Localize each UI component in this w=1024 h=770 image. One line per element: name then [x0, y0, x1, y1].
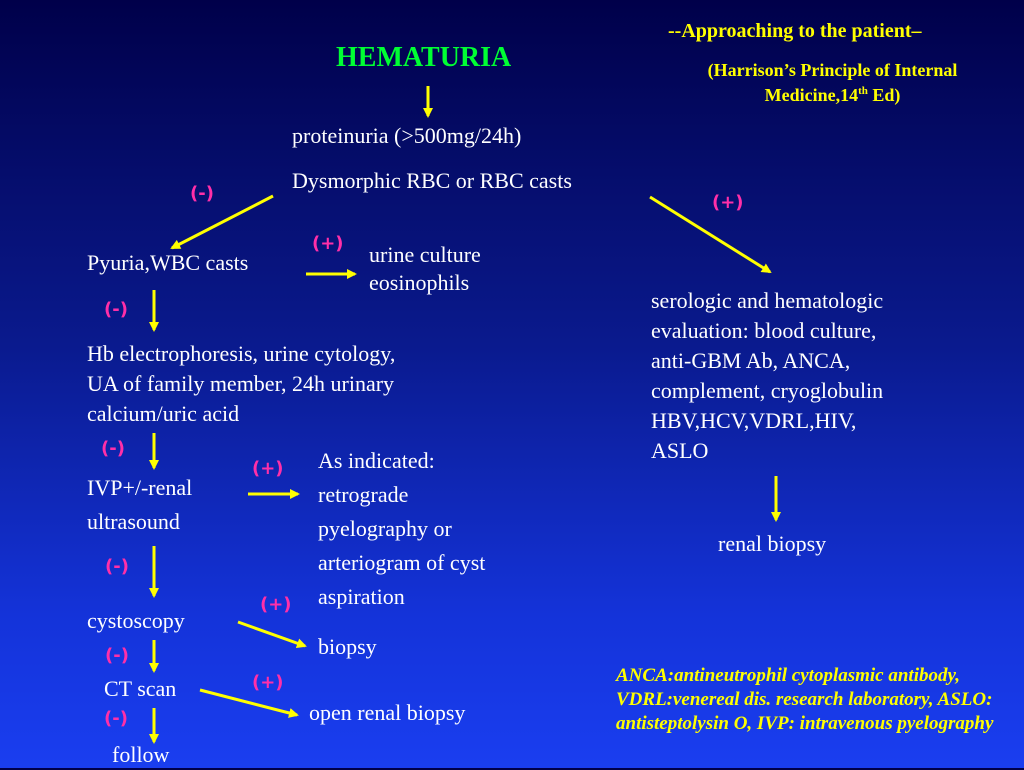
page-title: HEMATURIA	[336, 42, 512, 73]
node-follow: follow	[112, 742, 170, 767]
sign-negative-ivp: (-)	[105, 556, 129, 577]
indicated-line-2: retrograde	[318, 482, 409, 507]
urine-culture-line-2: eosinophils	[369, 270, 470, 295]
serologic-line-2: evaluation: blood culture,	[651, 318, 877, 343]
node-ct-scan: CT scan	[104, 676, 177, 701]
sign-negative-left: (-)	[190, 183, 214, 204]
urine-culture-line-1: urine culture	[369, 242, 481, 267]
serologic-line-3: anti-GBM Ab, ANCA,	[651, 348, 851, 373]
sign-negative-cystoscopy: (-)	[105, 645, 129, 666]
sign-positive-ct: (+)	[252, 672, 284, 693]
sign-negative-ct: (-)	[104, 708, 128, 729]
arrow-ct-to-open-biopsy	[199, 688, 299, 718]
node-urine-culture: urine culture eosinophils	[369, 241, 481, 297]
abbreviation-legend: ANCA:antineutrophil cytoplasmic antibody…	[616, 665, 994, 734]
sign-positive-pyuria: (+)	[312, 233, 344, 254]
node-cystoscopy: cystoscopy	[87, 608, 185, 633]
arrow-cystoscopy-to-biopsy	[237, 620, 307, 649]
indicated-line-4: arteriogram of cyst	[318, 550, 486, 575]
sign-positive-cystoscopy: (+)	[260, 594, 292, 615]
serologic-line-4: complement, cryoglobulin	[651, 378, 884, 403]
reference-citation: (Harrison’s Principle of Internal Medici…	[660, 60, 1005, 106]
ivp-line-2: ultrasound	[87, 509, 180, 534]
node-open-renal-biopsy: open renal biopsy	[309, 700, 466, 725]
reference-text: (Harrison’s Principle of Internal Medici…	[707, 60, 958, 105]
node-serologic-evaluation: serologic and hematologic evaluation: bl…	[651, 286, 883, 466]
ivp-line-1: IVP+/-renal	[87, 475, 193, 500]
node-biopsy: biopsy	[318, 634, 377, 659]
node-dysmorphic-rbc: Dysmorphic RBC or RBC casts	[292, 168, 572, 193]
approach-subtitle: --Approaching to the patient–	[668, 20, 922, 42]
sign-positive-right: (+)	[712, 192, 744, 213]
serologic-line-6: ASLO	[651, 438, 709, 463]
sign-negative-pyuria: (-)	[104, 299, 128, 320]
arrow-to-serologic	[649, 195, 772, 274]
sign-positive-ivp: (+)	[252, 458, 284, 479]
hb-line-1: Hb electrophoresis, urine cytology,	[87, 341, 396, 366]
node-proteinuria: proteinuria (>500mg/24h)	[292, 123, 522, 148]
hb-line-2: UA of family member, 24h urinary	[87, 371, 395, 396]
node-as-indicated: As indicated: retrograde pyelography or …	[318, 444, 485, 614]
node-renal-biopsy: renal biopsy	[718, 531, 827, 556]
arrow-to-pyuria	[170, 194, 274, 250]
node-hb-electrophoresis: Hb electrophoresis, urine cytology, UA o…	[87, 339, 395, 429]
node-pyuria: Pyuria,WBC casts	[87, 250, 249, 275]
node-ivp: IVP+/-renal ultrasound	[87, 471, 192, 539]
serologic-line-1: serologic and hematologic	[651, 288, 884, 313]
reference-superscript: th	[858, 85, 868, 97]
indicated-line-1: As indicated:	[318, 448, 435, 473]
serologic-line-5: HBV,HCV,VDRL,HIV,	[651, 408, 857, 433]
reference-end: Ed)	[872, 85, 901, 105]
hb-line-3: calcium/uric acid	[87, 401, 240, 426]
sign-negative-hb: (-)	[101, 438, 125, 459]
indicated-line-3: pyelography or	[318, 516, 452, 541]
indicated-line-5: aspiration	[318, 584, 405, 609]
